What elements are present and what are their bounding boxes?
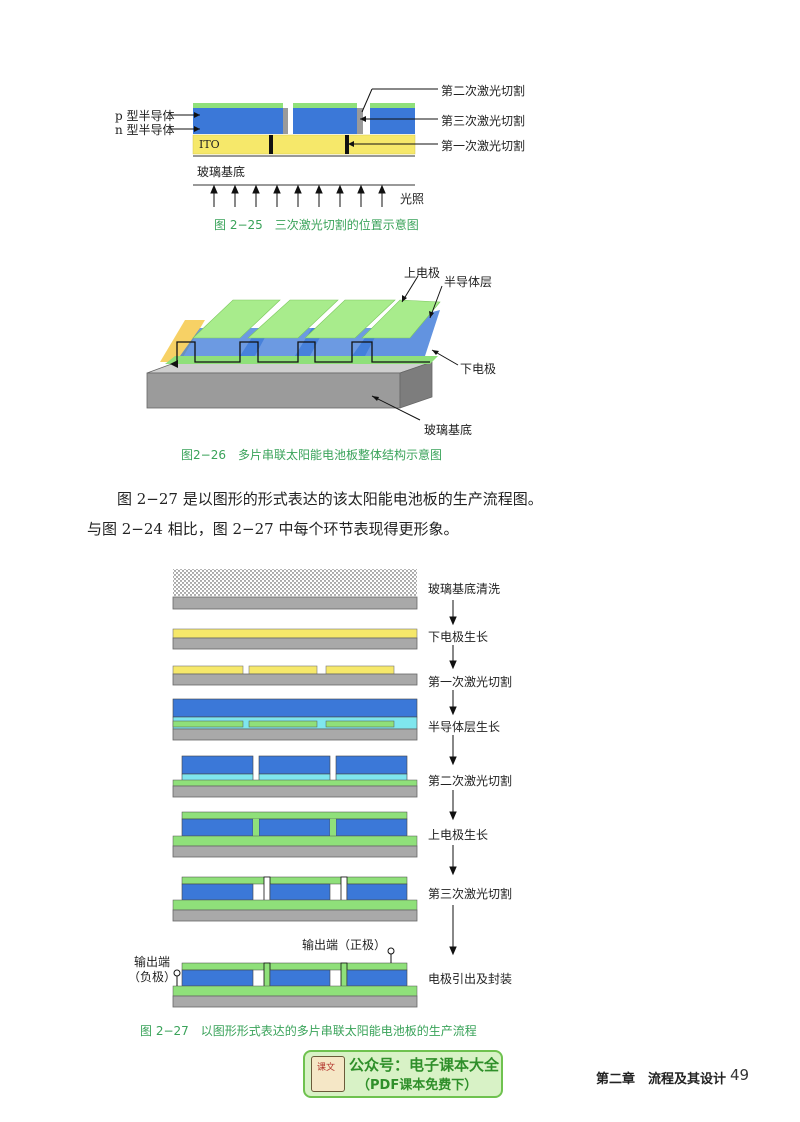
step-4-label: 半导体层生长 xyxy=(428,720,501,734)
negative-terminal-label-2: （负极） xyxy=(128,970,177,984)
fig26-caption: 图2−26 多片串联太阳能电池板整体结构示意图 xyxy=(181,448,442,462)
step-1-label: 玻璃基底清洗 xyxy=(428,582,501,596)
cut1-label: 第一次激光切割 xyxy=(441,139,526,153)
n-semiconductor-label: n 型半导体 xyxy=(115,123,175,137)
badge-line-2: （PDF课本免费下） xyxy=(357,1078,478,1093)
p-semiconductor-label: p 型半导体 xyxy=(115,109,175,123)
paragraph-line-1: 图 2−27 是以图形的形式表达的该太阳能电池板的生产流程图。 xyxy=(117,490,543,508)
step-3-label: 第一次激光切割 xyxy=(428,675,513,689)
chapter-title: 第二章 流程及其设计 xyxy=(596,1072,727,1087)
paragraph-line-2: 与图 2−24 相比，图 2−27 中每个环节表现得更形象。 xyxy=(87,520,459,538)
top-electrode-label: 上电极 xyxy=(404,266,441,280)
positive-terminal-label: 输出端（正极） xyxy=(302,938,387,952)
page-number: 49 xyxy=(730,1066,750,1084)
negative-terminal-label-1: 输出端 xyxy=(134,955,171,969)
cut2-label: 第二次激光切割 xyxy=(441,84,526,98)
ito-label: ITO xyxy=(199,138,220,151)
book-icon: 课文 xyxy=(311,1056,345,1092)
bottom-electrode-label: 下电极 xyxy=(460,362,497,376)
light-label: 光照 xyxy=(400,192,425,206)
step-2-label: 下电极生长 xyxy=(428,630,489,644)
glass-substrate-label: 玻璃基底 xyxy=(197,165,246,179)
step-6-label: 上电极生长 xyxy=(428,828,489,842)
fig26-diagram xyxy=(146,275,459,421)
fig25-diagram xyxy=(170,88,438,207)
step-5-label: 第二次激光切割 xyxy=(428,774,513,788)
fig27-caption: 图 2−27 以图形形式表达的多片串联太阳能电池板的生产流程 xyxy=(140,1024,477,1038)
semiconductor-layer-label: 半导体层 xyxy=(444,275,493,289)
cut3-label: 第三次激光切割 xyxy=(441,114,526,128)
step-8-label: 电极引出及封装 xyxy=(428,972,513,986)
step-7-label: 第三次激光切割 xyxy=(428,887,513,901)
glass-substrate-label-2: 玻璃基底 xyxy=(424,423,473,437)
fig27-diagram xyxy=(172,569,457,1008)
fig25-caption: 图 2−25 三次激光切割的位置示意图 xyxy=(214,218,419,232)
wechat-badge[interactable]: 课文 公众号：电子课本大全 （PDF课本免费下） xyxy=(303,1050,503,1098)
badge-line-1: 公众号：电子课本大全 xyxy=(349,1056,500,1074)
